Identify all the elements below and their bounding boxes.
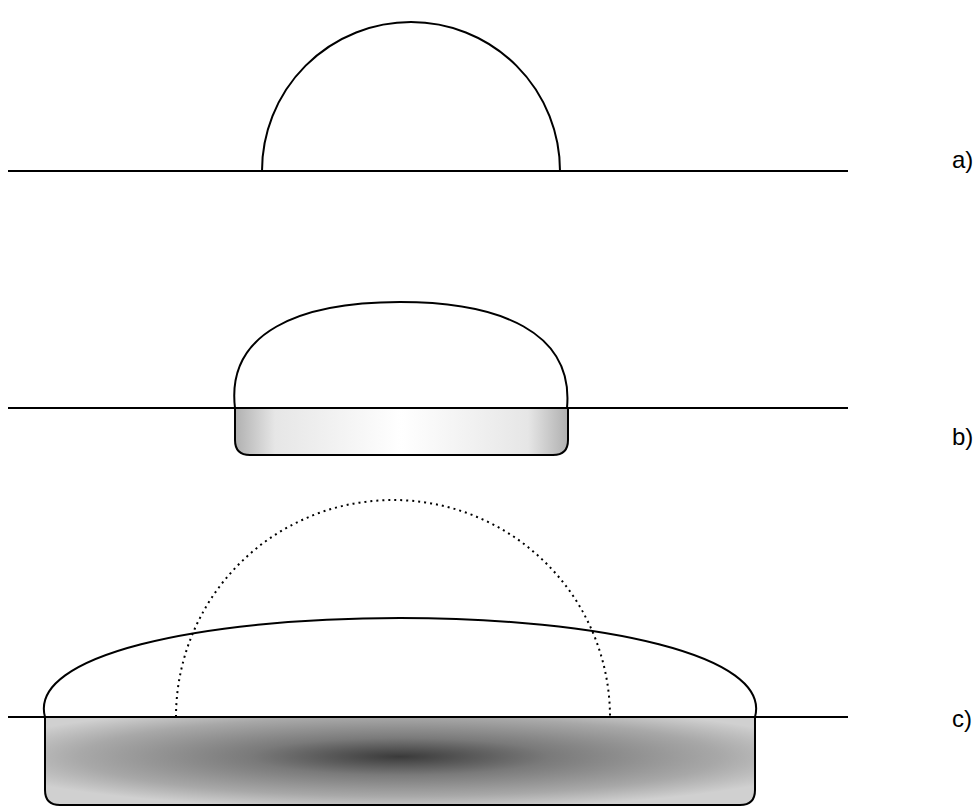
initial-droplet-outline: [176, 500, 610, 717]
surface-line: [8, 716, 848, 718]
panel-label: c): [952, 707, 972, 731]
penetrated-zone: [235, 408, 568, 455]
panel-label: b): [952, 425, 973, 449]
surface-line: [8, 407, 848, 409]
penetrated-zone: [45, 717, 755, 805]
spread-droplet-cap: [44, 618, 756, 717]
penetrated-outline: [45, 717, 755, 805]
panel-label: a): [952, 148, 973, 172]
penetrated-outline: [235, 408, 568, 455]
droplet-cap: [234, 302, 567, 408]
droplet-cap: [262, 22, 560, 171]
surface-line: [8, 170, 848, 172]
